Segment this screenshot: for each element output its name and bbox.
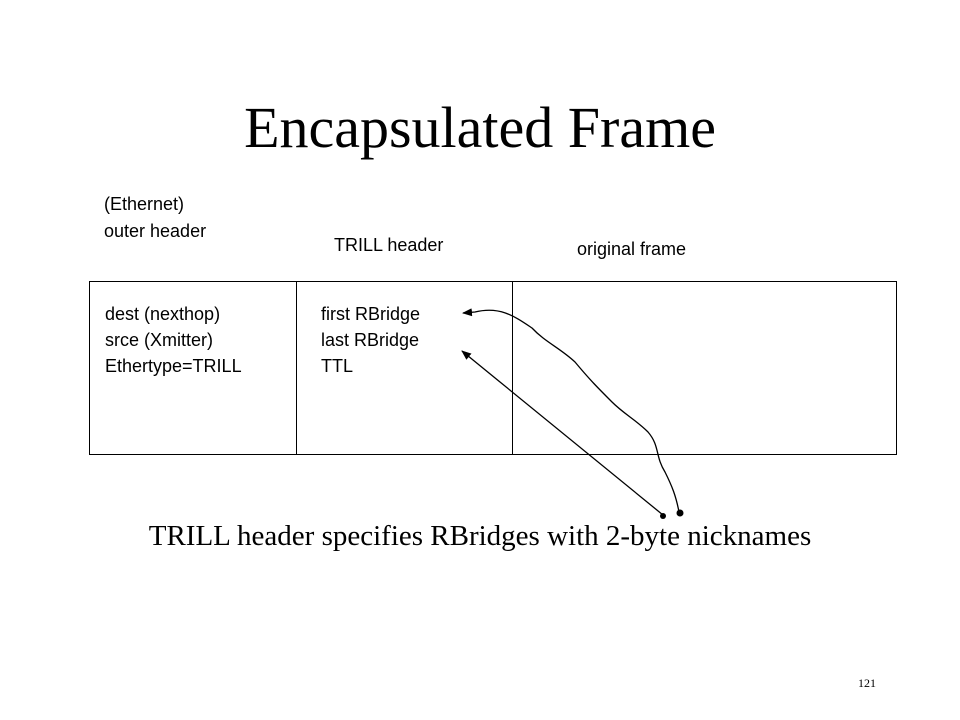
trill-field-last-rbridge: last RBridge bbox=[321, 330, 420, 350]
slide-caption: TRILL header specifies RBridges with 2-b… bbox=[148, 520, 812, 552]
slide-title: Encapsulated Frame bbox=[244, 95, 716, 160]
trill-original-divider bbox=[512, 282, 513, 454]
trill-field-ttl: TTL bbox=[321, 356, 354, 376]
outer-field-dest: dest (nexthop) bbox=[105, 304, 221, 324]
original-frame-label: original frame bbox=[577, 239, 687, 259]
outer-header-label: (Ethernet) outer header bbox=[104, 191, 206, 245]
outer-header-section: dest (nexthop) srce (Xmitter) Ethertype=… bbox=[105, 301, 242, 379]
trill-field-first-rbridge: first RBridge bbox=[321, 304, 421, 324]
outer-field-srce: srce (Xmitter) bbox=[105, 330, 213, 350]
outer-header-label-line2: outer header bbox=[104, 221, 207, 241]
page-number: 121 bbox=[858, 676, 876, 690]
trill-header-label: TRILL header bbox=[334, 235, 444, 255]
outer-header-label-line1: (Ethernet) bbox=[104, 194, 185, 214]
outer-field-ethertype: Ethertype=TRILL bbox=[105, 356, 242, 376]
trill-header-section: first RBridge last RBridge TTL bbox=[321, 301, 420, 379]
outer-trill-divider bbox=[296, 282, 297, 454]
encapsulated-frame-box: dest (nexthop) srce (Xmitter) Ethertype=… bbox=[89, 281, 897, 455]
